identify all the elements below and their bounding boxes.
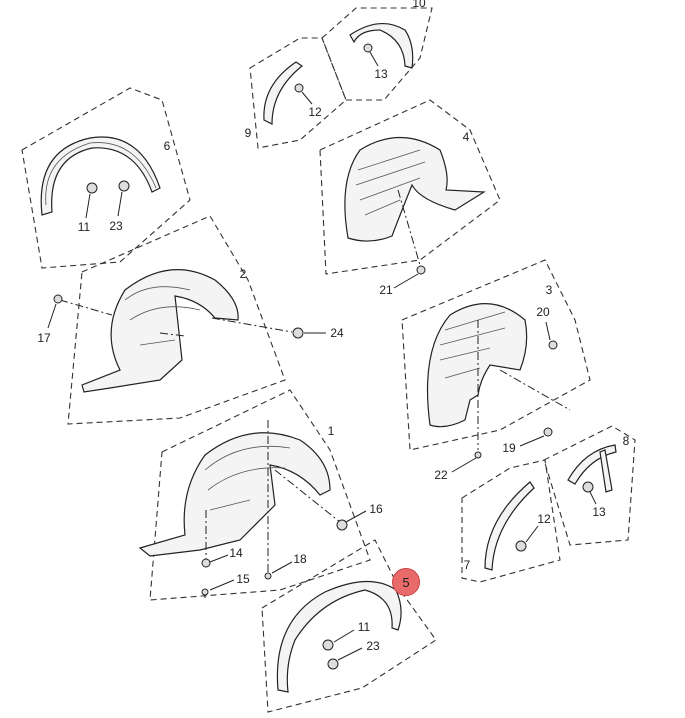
part-5-flare (276, 580, 402, 693)
group-box-3 (401, 259, 591, 451)
callout-2[interactable]: 2 (239, 267, 247, 281)
group-box-7 (461, 459, 561, 583)
fastener-11 (86, 182, 98, 194)
group-box-5 (261, 539, 437, 713)
callout-16[interactable]: 16 (369, 502, 383, 516)
callout-23[interactable]: 23 (109, 219, 123, 233)
callout-12[interactable]: 12 (308, 105, 322, 119)
callout-12b[interactable]: 12 (537, 512, 551, 526)
callout-13[interactable]: 13 (374, 67, 388, 81)
callout-22[interactable]: 22 (434, 468, 448, 482)
part-3-liner (426, 303, 528, 428)
part-4-liner (344, 136, 486, 242)
callout-10[interactable]: 10 (412, 0, 426, 10)
fastener-24 (292, 327, 304, 339)
callout-6[interactable]: 6 (163, 139, 171, 153)
fastener-12 (294, 83, 304, 93)
fastener-18 (264, 572, 272, 580)
callout-24[interactable]: 24 (330, 326, 344, 340)
callout-21[interactable]: 21 (379, 283, 393, 297)
part-10-flare (349, 23, 414, 69)
part-7-moulding (484, 481, 535, 571)
callout-11b[interactable]: 11 (357, 620, 371, 634)
fastener-19 (543, 427, 553, 437)
part-2-liner (81, 269, 239, 393)
callout-9[interactable]: 9 (244, 126, 252, 140)
fastener-14 (201, 558, 211, 568)
fastener-16 (336, 519, 348, 531)
group-box-4 (319, 99, 501, 275)
callout-7[interactable]: 7 (463, 558, 471, 572)
callout-1[interactable]: 1 (327, 424, 335, 438)
callout-20[interactable]: 20 (536, 305, 550, 319)
fastener-20 (548, 340, 558, 350)
fastener-12b (515, 540, 527, 552)
callout-8[interactable]: 8 (622, 434, 630, 448)
fastener-13 (363, 43, 373, 53)
part-1-liner (138, 432, 331, 557)
callout-19[interactable]: 19 (502, 441, 516, 455)
group-box-10 (321, 7, 433, 101)
fastener-17 (53, 294, 63, 304)
fastener-11b (322, 639, 334, 651)
group-box-2 (67, 215, 286, 425)
group-box-9 (249, 37, 347, 149)
callout-13b[interactable]: 13 (592, 505, 606, 519)
callout-11[interactable]: 11 (77, 220, 91, 234)
callout-4[interactable]: 4 (462, 130, 470, 144)
fastener-15 (201, 588, 209, 596)
callout-3[interactable]: 3 (545, 283, 553, 297)
group-box-8 (543, 425, 636, 546)
fastener-23 (118, 180, 130, 192)
callout-23b[interactable]: 23 (366, 639, 380, 653)
callout-15[interactable]: 15 (236, 572, 250, 586)
callout-18[interactable]: 18 (293, 552, 307, 566)
callout-14[interactable]: 14 (229, 546, 243, 560)
group-box-6 (21, 87, 191, 269)
fastener-21 (416, 265, 426, 275)
fastener-13b (582, 481, 594, 493)
part-6-flare (40, 136, 161, 216)
part-9-flare (263, 61, 304, 125)
group-box-1 (149, 389, 371, 601)
callout-5-highlighted[interactable]: 5 (392, 568, 420, 596)
callout-17[interactable]: 17 (37, 331, 51, 345)
fastener-22 (474, 451, 482, 459)
fastener-23b (327, 658, 339, 670)
